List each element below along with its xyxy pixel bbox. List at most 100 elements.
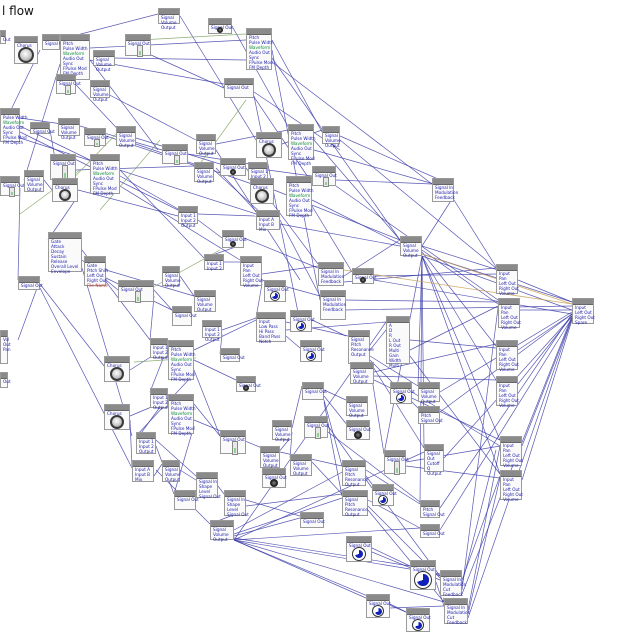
module-port[interactable]: Input 2 (205, 332, 220, 337)
module-port[interactable]: Input B (135, 472, 151, 477)
module-port[interactable]: Output (293, 471, 308, 476)
module-port[interactable]: FM Depth (3, 140, 24, 145)
module-node[interactable]: Chorus (104, 356, 130, 382)
module-port[interactable]: Pulse Width (171, 352, 196, 357)
module-port[interactable]: Volume (293, 466, 309, 471)
module-header[interactable] (225, 491, 245, 497)
module-port[interactable]: Low Pass (259, 324, 278, 329)
module-port[interactable]: Volume (499, 403, 515, 408)
module-port[interactable]: Pulse Width (3, 115, 28, 120)
knob-icon[interactable] (18, 47, 34, 63)
module-header[interactable] (257, 211, 279, 217)
module-header[interactable] (85, 129, 105, 135)
module-header[interactable] (133, 461, 153, 467)
module-port[interactable]: Audio Out (3, 125, 24, 130)
module-port[interactable]: Decay (51, 249, 65, 254)
module-port[interactable]: Signal Out (293, 317, 315, 322)
module-port[interactable]: Overall Level (51, 264, 79, 269)
module-port[interactable]: FM Depth (171, 377, 192, 382)
module-port[interactable]: Right Out (243, 278, 263, 283)
module-header[interactable] (173, 307, 191, 313)
module-header[interactable] (91, 155, 119, 161)
module-port[interactable]: Output (153, 355, 168, 360)
module-header[interactable] (265, 281, 285, 287)
module-header[interactable] (445, 599, 467, 605)
module-port[interactable]: Resonance (345, 477, 368, 482)
module-port[interactable]: Out (3, 379, 11, 384)
module-port[interactable]: Input A (135, 467, 151, 472)
module-port[interactable]: Signal Out (355, 275, 377, 280)
module-port[interactable]: Output (27, 187, 42, 192)
module-port[interactable]: Signal 1 (251, 169, 268, 174)
module-header[interactable] (1, 177, 19, 183)
module-port[interactable]: Output (139, 449, 154, 454)
module-port[interactable]: Pitch (249, 35, 260, 40)
module-port[interactable]: Chorus (55, 185, 70, 190)
module-port[interactable]: Audio Out (171, 416, 192, 421)
module-port[interactable]: Waveform (171, 357, 193, 362)
module-port[interactable]: Modulation (321, 274, 345, 279)
module-header[interactable] (501, 437, 521, 443)
module-port[interactable]: Signal Out (225, 237, 247, 242)
module-port[interactable]: Feedback (321, 279, 341, 284)
module-header[interactable] (53, 179, 77, 185)
knob-icon[interactable] (230, 169, 236, 175)
module-port[interactable]: Input (243, 263, 254, 268)
module-header[interactable] (573, 299, 593, 305)
module-port[interactable]: Volume (353, 374, 369, 379)
module-port[interactable]: Signal Out (223, 165, 245, 170)
knob-icon[interactable] (59, 189, 71, 201)
module-header[interactable] (195, 163, 213, 169)
module-port[interactable]: Signal Out (223, 355, 245, 360)
module-port[interactable]: Volume (165, 472, 181, 477)
module-port[interactable]: Volume (119, 138, 135, 143)
module-port[interactable]: Pulse Width (291, 136, 316, 141)
knob-icon[interactable] (230, 241, 236, 247)
module-header[interactable] (321, 291, 345, 297)
module-port[interactable]: Signal Out (413, 567, 435, 572)
module-port[interactable]: Band Pass (259, 334, 281, 339)
module-port[interactable]: Output (197, 307, 212, 312)
module-port[interactable]: Volume (199, 146, 215, 151)
module-port[interactable]: Signal (161, 15, 174, 20)
module-port[interactable]: Signal Out (199, 494, 221, 499)
module-port[interactable]: Waveform (249, 45, 271, 50)
module-port[interactable]: Volume (503, 463, 519, 468)
module-port[interactable]: Input 1 (207, 261, 222, 266)
module-port[interactable]: Left Out (87, 273, 104, 278)
module-port[interactable]: Pulse Width (289, 188, 314, 193)
module-port[interactable]: Signal Out (423, 531, 445, 536)
module-header[interactable] (499, 299, 519, 305)
module-port[interactable]: Signal Out (175, 313, 197, 318)
module-port[interactable]: Right Out (503, 492, 523, 497)
module-port[interactable]: Signal Out (375, 491, 397, 496)
module-header[interactable] (301, 341, 321, 347)
module-port[interactable]: FPulse Mod (63, 66, 87, 71)
module-header[interactable] (119, 281, 153, 287)
module-header[interactable] (197, 473, 217, 479)
module-header[interactable] (57, 75, 75, 81)
module-port[interactable]: Left Out (503, 487, 520, 492)
knob-icon[interactable] (354, 431, 362, 439)
module-port[interactable]: Pulse Width (63, 46, 88, 51)
module-port[interactable]: Output (349, 413, 364, 418)
module-port[interactable]: Waveform (291, 141, 313, 146)
module-header[interactable] (203, 321, 221, 327)
module-header[interactable] (351, 363, 373, 369)
module-port[interactable]: Pulse Width (93, 166, 118, 171)
module-header[interactable] (421, 501, 439, 507)
module-header[interactable] (497, 265, 517, 271)
module-port[interactable]: Modulation (443, 582, 467, 587)
module-port[interactable]: R Out (389, 343, 401, 348)
module-port[interactable]: Volume (499, 291, 515, 296)
module-header[interactable] (313, 167, 335, 173)
module-port[interactable]: Input 1 (181, 213, 196, 218)
knob-icon[interactable] (372, 605, 384, 617)
